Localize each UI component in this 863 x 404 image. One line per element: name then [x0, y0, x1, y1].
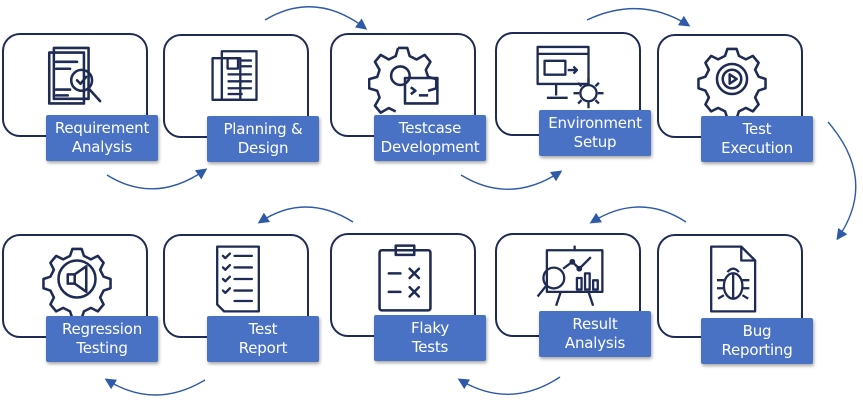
step-label: Flaky Tests	[374, 315, 486, 361]
arrow-9-to-10	[104, 378, 206, 396]
checklist-report-icon	[201, 242, 275, 316]
arrow-3-to-4	[460, 170, 563, 190]
step-test-report: Test Report	[163, 234, 319, 362]
chart-board-icon	[533, 241, 607, 315]
step-planning-design: Planning & Design	[163, 34, 319, 162]
step-label: Test Report	[207, 316, 319, 362]
step-regression-testing: Regression Testing	[2, 234, 158, 362]
arrow-5-to-6	[827, 121, 857, 241]
step-label: Environment Setup	[539, 110, 651, 156]
step-label: Bug Reporting	[701, 318, 813, 364]
clipboard-checklist-icon	[368, 241, 442, 315]
step-requirement-analysis: Requirement Analysis	[2, 33, 158, 161]
step-label: Regression Testing	[46, 316, 158, 362]
arrow-2-to-3	[264, 6, 368, 30]
arrow-1-to-2	[106, 168, 208, 190]
document-magnifier-icon	[40, 41, 114, 115]
bug-file-icon	[695, 242, 769, 316]
step-label: Testcase Development	[374, 115, 486, 161]
step-label: Result Analysis	[539, 311, 651, 357]
step-test-execution: Test Execution	[657, 34, 813, 162]
step-label: Requirement Analysis	[46, 115, 158, 161]
step-flaky-tests: Flaky Tests	[330, 233, 486, 361]
step-label: Test Execution	[701, 116, 813, 162]
arrow-7-to-8	[457, 376, 561, 395]
documents-icon	[201, 42, 275, 116]
arrow-4-to-5	[586, 7, 691, 27]
step-bug-reporting: Bug Reporting	[657, 234, 813, 364]
arrow-6-to-7	[589, 206, 687, 224]
gear-play-icon	[695, 42, 769, 116]
step-environment-setup: Environment Setup	[495, 32, 651, 160]
step-label: Planning & Design	[207, 116, 319, 162]
monitor-gear-icon	[533, 40, 607, 114]
gear-terminal-icon	[368, 41, 442, 115]
step-result-analysis: Result Analysis	[495, 233, 651, 361]
step-testcase-development: Testcase Development	[330, 33, 486, 161]
gear-megaphone-icon	[40, 242, 114, 316]
arrow-8-to-9	[257, 206, 354, 224]
